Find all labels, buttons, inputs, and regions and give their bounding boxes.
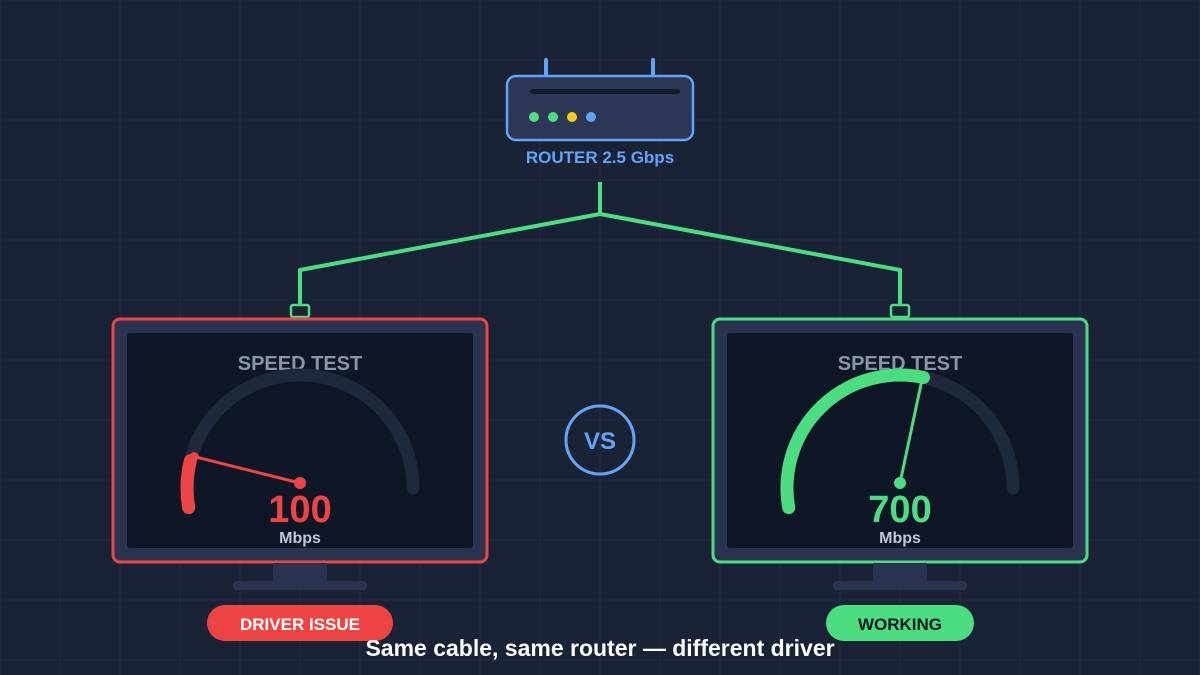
router-slot: [530, 89, 680, 94]
caption: Same cable, same router — different driv…: [365, 635, 834, 661]
cable-connector-right: [889, 303, 911, 319]
network-cables: [289, 182, 911, 319]
router-led-4: [586, 112, 596, 122]
right-monitor: SPEED TEST 700 Mbps: [711, 317, 1089, 590]
vs-label: VS: [584, 428, 616, 455]
left-gauge-needle: [193, 455, 301, 485]
left-speed-test-title: SPEED TEST: [238, 353, 362, 375]
right-gauge-needle: [898, 376, 925, 484]
right-monitor-neck: [873, 563, 927, 582]
right-speed-value: 700: [868, 489, 931, 531]
driver-issue-pill: [207, 605, 393, 641]
working-badge: WORKING: [826, 605, 974, 641]
left-monitor-base: [233, 581, 367, 590]
right-gauge-hub: [894, 477, 906, 489]
vs-badge: VS: [564, 404, 636, 476]
left-gauge-tip: [189, 452, 199, 462]
left-gauge-fill: [180, 454, 197, 515]
working-label: WORKING: [858, 615, 942, 634]
cable-right: [599, 212, 902, 306]
router-led-3: [567, 112, 577, 122]
left-monitor-screen: [127, 333, 473, 548]
left-gauge-hub: [294, 477, 306, 489]
router-body: [505, 74, 695, 142]
left-gauge-track: [180, 368, 420, 495]
right-gauge-fill: [780, 368, 930, 515]
driver-issue-badge: DRIVER ISSUE: [207, 605, 393, 641]
right-monitor-screen: [727, 333, 1073, 548]
right-speed-unit: Mbps: [879, 530, 921, 547]
router: ROUTER 2.5 Gbps: [505, 58, 695, 167]
cable-connector-left: [289, 303, 311, 319]
left-monitor: SPEED TEST 100 Mbps: [111, 317, 489, 590]
left-speed-unit: Mbps: [279, 530, 321, 547]
router-led-1: [529, 112, 539, 122]
router-led-2: [548, 112, 558, 122]
left-monitor-neck: [273, 563, 327, 582]
router-label: ROUTER 2.5 Gbps: [526, 148, 674, 167]
working-pill: [826, 605, 974, 641]
right-speed-test-title: SPEED TEST: [838, 353, 962, 375]
right-gauge-tip: [918, 371, 928, 381]
left-speed-value: 100: [268, 489, 331, 531]
right-monitor-base: [833, 581, 967, 590]
cable-left: [298, 212, 601, 306]
driver-issue-label: DRIVER ISSUE: [240, 615, 360, 634]
vs-circle: [564, 404, 636, 476]
